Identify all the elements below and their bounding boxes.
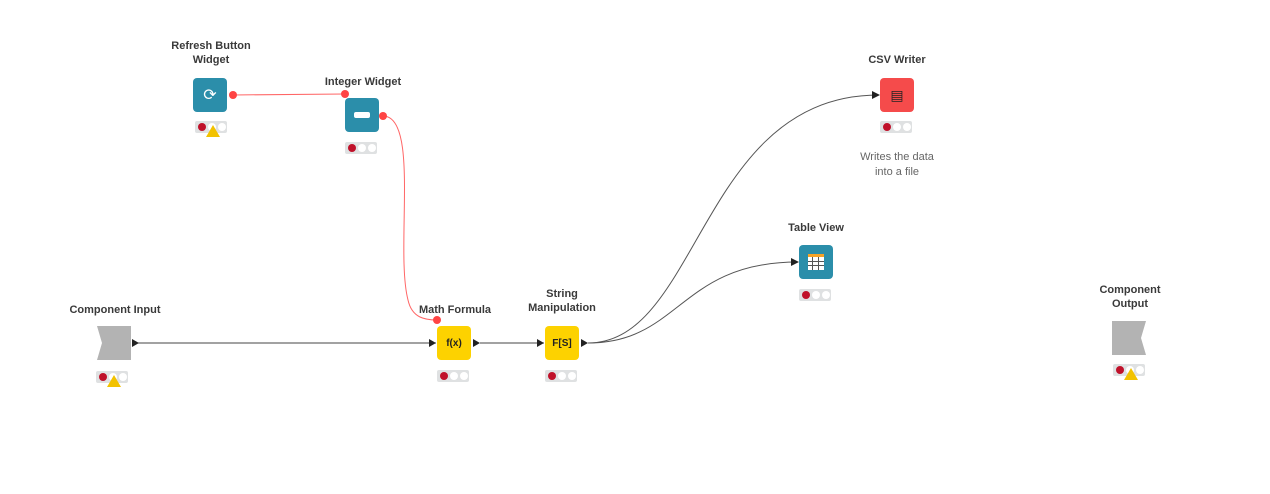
data-connection[interactable] bbox=[587, 258, 799, 344]
node-status bbox=[96, 371, 128, 387]
warning-icon bbox=[1124, 368, 1138, 380]
node-status bbox=[345, 142, 377, 154]
component-output-node[interactable] bbox=[1112, 321, 1146, 355]
node-status bbox=[545, 370, 577, 382]
output-port bbox=[473, 339, 480, 347]
refresh-button-widget-node[interactable]: ⟳ bbox=[193, 78, 227, 112]
table-write-icon: ▤ bbox=[890, 86, 904, 103]
table-icon bbox=[808, 254, 824, 270]
integer-widget-node[interactable] bbox=[345, 98, 379, 132]
math-formula-node[interactable]: f(x) bbox=[437, 326, 471, 360]
node-status bbox=[1113, 364, 1145, 380]
output-port bbox=[132, 339, 139, 347]
warning-icon bbox=[107, 375, 121, 387]
output-port bbox=[229, 91, 237, 99]
input-port bbox=[341, 90, 349, 98]
refresh-icon: ⟳ bbox=[203, 87, 217, 104]
node-label: Integer Widget bbox=[324, 76, 402, 88]
node-status bbox=[437, 370, 469, 382]
table-view-node[interactable] bbox=[799, 245, 833, 279]
node-label: Math Formula bbox=[418, 304, 492, 316]
input-port bbox=[433, 316, 441, 324]
string-manipulation-node[interactable]: F[S] bbox=[545, 326, 579, 360]
formula-icon: f(x) bbox=[446, 337, 462, 349]
warning-icon bbox=[206, 125, 220, 137]
node-status bbox=[799, 289, 831, 301]
node-label: Table View bbox=[788, 222, 844, 234]
input-field-icon bbox=[354, 112, 370, 118]
node-status bbox=[880, 121, 912, 133]
node-status bbox=[195, 121, 227, 137]
node-label: CSV Writer bbox=[868, 54, 926, 66]
component-input-node[interactable] bbox=[97, 326, 131, 360]
node-label: Component Input bbox=[69, 304, 161, 316]
string-function-icon: F[S] bbox=[552, 337, 572, 349]
output-port bbox=[581, 339, 588, 347]
csv-writer-node[interactable]: ▤ bbox=[880, 78, 914, 112]
flow-variable-connection[interactable] bbox=[232, 93, 346, 96]
data-connection[interactable] bbox=[587, 91, 880, 344]
input-port bbox=[537, 339, 544, 347]
input-port bbox=[429, 339, 436, 347]
flow-variable-connection[interactable] bbox=[382, 115, 438, 321]
output-port bbox=[379, 112, 387, 120]
